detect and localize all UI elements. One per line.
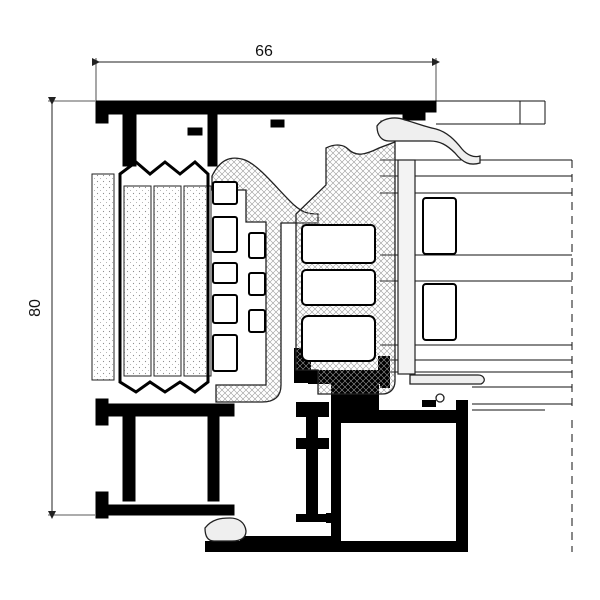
dimension-height: 80 xyxy=(27,97,95,519)
height-dimension-label: 80 xyxy=(27,299,44,317)
insulating-chambers xyxy=(212,181,266,372)
thermal-insulation xyxy=(91,160,212,394)
width-dimension-label: 66 xyxy=(255,43,273,60)
dimension-width: 66 xyxy=(92,43,440,102)
glass-seal-chambers xyxy=(301,159,457,375)
outer-frame-profile xyxy=(95,100,437,519)
